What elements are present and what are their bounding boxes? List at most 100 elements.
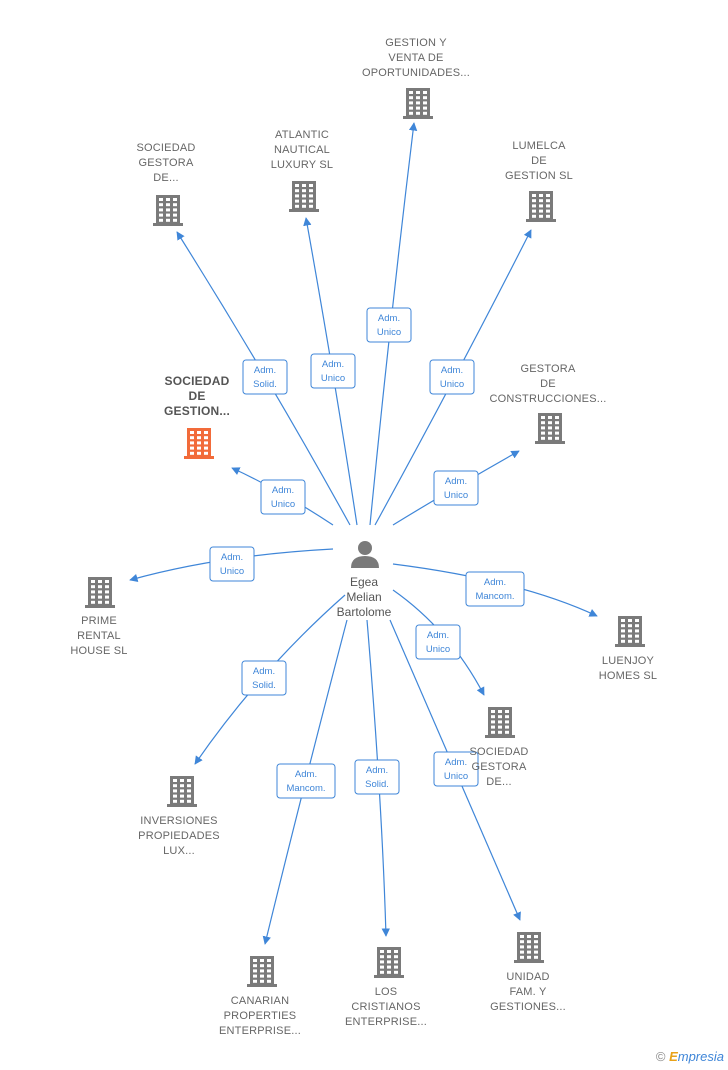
company-name-line: SOCIEDAD — [165, 374, 230, 388]
company-node-unidad-fam[interactable]: UNIDAD FAM. Y GESTIONES... — [490, 932, 566, 1013]
building-icon[interactable] — [535, 413, 565, 444]
company-name-line: GESTIONES... — [490, 1001, 566, 1013]
relation-edge: Adm. Unico — [392, 450, 520, 526]
relation-edge: Adm. Unico — [374, 229, 532, 526]
building-icon[interactable] — [153, 195, 183, 226]
person-name-line: Melian — [346, 590, 381, 604]
building-icon[interactable] — [167, 776, 197, 807]
company-name-line: UNIDAD — [506, 971, 549, 983]
relation-label[interactable]: Adm. Unico — [415, 624, 461, 660]
relation-label-line: Solid. — [365, 779, 389, 790]
relation-label-line: Adm. — [484, 577, 506, 588]
relation-edge: Adm. Unico — [392, 589, 485, 696]
relation-label-line: Unico — [377, 327, 401, 338]
company-node-canarian[interactable]: CANARIANPROPERTIESENTERPRISE... — [219, 956, 301, 1037]
relation-label-line: Unico — [271, 499, 295, 510]
company-name-line: HOUSE SL — [70, 645, 127, 657]
building-icon[interactable] — [526, 191, 556, 222]
relation-label-line: Adm. — [254, 365, 276, 376]
relation-label-line: Adm. — [441, 365, 463, 376]
relation-label[interactable]: Adm. Unico — [366, 307, 412, 343]
company-name-line: FAM. Y — [509, 986, 547, 998]
relation-label-line: Unico — [444, 490, 468, 501]
company-node-los-cristianos[interactable]: LOSCRISTIANOSENTERPRISE... — [345, 947, 427, 1028]
relation-label[interactable]: Adm. Unico — [209, 546, 255, 582]
relation-label[interactable]: Adm.Unico — [429, 359, 475, 395]
relation-label[interactable]: Adm.Mancom. — [465, 571, 525, 607]
building-icon[interactable] — [247, 956, 277, 987]
relation-label[interactable]: Adm. Unico — [260, 479, 306, 515]
company-node-sociedad-gestora-1[interactable]: SOCIEDAD GESTORA DE... — [136, 142, 195, 226]
relation-label[interactable]: Adm.Mancom. — [276, 763, 336, 799]
company-name-line: DE... — [486, 776, 511, 788]
company-node-luenjoy[interactable]: LUENJOY HOMES SL — [599, 616, 657, 682]
building-icon[interactable] — [615, 616, 645, 647]
building-icon[interactable] — [289, 181, 319, 212]
relation-label-line: Adm. — [366, 765, 388, 776]
relation-label-line: Adm. — [295, 769, 317, 780]
company-name-line: GESTION SL — [505, 170, 573, 182]
relation-label-line: Unico — [220, 566, 244, 577]
company-node-lumelca[interactable]: LUMELCA DE GESTION SL — [505, 140, 573, 222]
company-name-line: HOMES SL — [599, 670, 657, 682]
relation-label-line: Adm. — [322, 359, 344, 370]
relation-label[interactable]: Adm.Solid. — [242, 359, 288, 395]
building-icon[interactable] — [184, 428, 214, 459]
company-name-line: GESTORA — [139, 157, 194, 169]
relation-label[interactable]: Adm.Solid. — [241, 660, 287, 696]
company-name-line: ENTERPRISE... — [219, 1025, 301, 1037]
company-name-line: PRIME — [81, 615, 117, 627]
relation-edge: Adm. Unico — [389, 619, 521, 921]
building-icon[interactable] — [403, 88, 433, 119]
building-icon[interactable] — [514, 932, 544, 963]
company-name-line: ATLANTIC — [275, 129, 329, 141]
relation-label-line: Adm. — [272, 485, 294, 496]
relation-label[interactable]: Adm. Unico — [433, 470, 479, 506]
relation-edge: Adm. Unico — [366, 122, 418, 526]
relation-label[interactable]: Adm. Solid. — [354, 759, 400, 795]
relation-label-line: Adm. — [427, 630, 449, 641]
company-node-sociedad-de-gestion[interactable]: SOCIEDADDEGESTION... — [164, 374, 230, 459]
company-name-line: LOS — [375, 986, 398, 998]
relation-label-line: Adm. — [378, 313, 400, 324]
company-node-gestion-venta[interactable]: GESTION Y VENTA DE OPORTUNIDADES... — [362, 37, 470, 119]
company-node-prime-rental[interactable]: PRIME RENTAL HOUSE SL — [70, 577, 127, 657]
building-icon[interactable] — [485, 707, 515, 738]
person-name-line: Bartolome — [337, 605, 392, 619]
company-name-line: GESTORA — [472, 761, 527, 773]
building-icon[interactable] — [85, 577, 115, 608]
relation-label[interactable]: Adm.Unico — [310, 353, 356, 389]
company-name-line: INVERSIONES — [140, 815, 217, 827]
relation-label-line: Unico — [426, 644, 450, 655]
company-name-line: DE — [188, 389, 205, 403]
company-name-line: GESTION Y — [385, 37, 447, 49]
person-name-line: Egea — [350, 575, 378, 589]
company-name-line: SOCIEDAD — [136, 142, 195, 154]
company-name-line: OPORTUNIDADES... — [362, 67, 470, 79]
company-name-line: DE... — [153, 172, 178, 184]
company-name-line: DE — [531, 155, 547, 167]
relation-label-line: Adm. — [445, 476, 467, 487]
company-node-sociedad-gestora-2[interactable]: SOCIEDADGESTORADE... — [469, 707, 528, 788]
company-node-inversiones[interactable]: INVERSIONESPROPIEDADESLUX... — [138, 776, 220, 857]
company-name-line: PROPIEDADES — [138, 830, 220, 842]
relation-label-line: Adm. — [221, 552, 243, 563]
relation-edge: Adm. Unico — [231, 467, 334, 526]
building-icon[interactable] — [374, 947, 404, 978]
company-name-line: GESTION... — [164, 404, 230, 418]
company-name-line: LUENJOY — [602, 655, 655, 667]
company-name-line: NAUTICAL — [274, 144, 330, 156]
company-name-line: RENTAL — [77, 630, 121, 642]
company-node-gestora-construcciones[interactable]: GESTORADECONSTRUCCIONES... — [489, 363, 606, 444]
copyright-icon: © — [655, 1049, 666, 1064]
company-name-line: DE — [540, 378, 556, 390]
relation-label-line: Unico — [444, 771, 468, 782]
company-name-line: VENTA DE — [388, 52, 443, 64]
relation-label[interactable]: Adm.Unico — [433, 751, 479, 787]
company-name-line: LUMELCA — [512, 140, 566, 152]
company-name-line: GESTORA — [521, 363, 576, 375]
company-name-line: ENTERPRISE... — [345, 1016, 427, 1028]
